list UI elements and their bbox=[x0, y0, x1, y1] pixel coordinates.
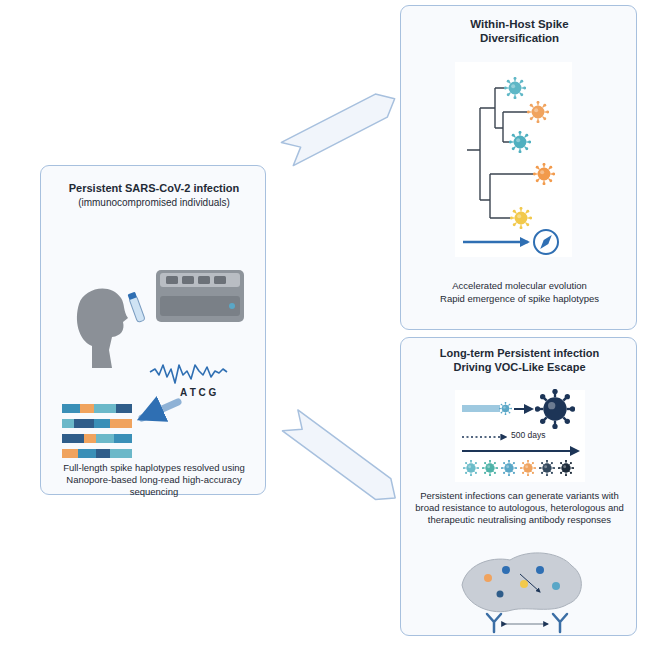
phylogenetic-tree bbox=[455, 62, 572, 257]
phylogenetic-tree-part bbox=[504, 77, 526, 99]
spike-protein-antibodies-part bbox=[520, 574, 540, 592]
escape-timeline-part bbox=[455, 390, 585, 482]
sequencer-device-part bbox=[160, 296, 240, 316]
panel-text: (immunocompromised individuals) bbox=[49, 197, 259, 210]
escape-timeline-part bbox=[535, 389, 575, 429]
escape-timeline-part bbox=[462, 436, 506, 437]
chevron-arrow bbox=[282, 410, 395, 499]
panel-text: Accelerated molecular evolution bbox=[411, 280, 628, 292]
patient-head bbox=[77, 289, 128, 368]
spike-protein-antibodies-part bbox=[506, 623, 548, 624]
swab-tube-part bbox=[127, 292, 137, 300]
process-arrow bbox=[142, 402, 178, 418]
panel-box: Persistent SARS-CoV-2 infection(immunoco… bbox=[40, 165, 266, 495]
panel-box: Long-term Persistent infection Driving V… bbox=[400, 337, 637, 636]
spike-protein-antibodies-part bbox=[502, 566, 510, 574]
evolution-compass bbox=[463, 230, 558, 254]
panel-heading: Long-term Persistent infection Driving V… bbox=[429, 347, 610, 375]
sequencer-device bbox=[156, 270, 244, 322]
sequencer-device-part bbox=[198, 276, 210, 284]
spike-protein-antibodies-part bbox=[552, 582, 560, 590]
escape-timeline-part bbox=[462, 405, 500, 412]
spike-protein-antibodies bbox=[462, 553, 581, 632]
escape-timeline-part bbox=[539, 460, 555, 476]
sequence-reads-part bbox=[94, 419, 110, 428]
escape-timeline-part bbox=[462, 450, 578, 452]
phylogenetic-tree-part bbox=[455, 62, 572, 257]
sequencer-device-part bbox=[182, 276, 194, 284]
evolution-compass-part bbox=[538, 233, 554, 251]
sequence-reads-part bbox=[84, 434, 96, 443]
panel-text: Rapid emergence of spike haplotypes bbox=[411, 293, 628, 305]
phylogenetic-tree-part bbox=[467, 88, 534, 218]
escape-timeline-part bbox=[520, 460, 536, 476]
sequence-reads-part bbox=[110, 449, 132, 458]
signal-waveform-part bbox=[150, 365, 227, 383]
sequence-reads-part bbox=[116, 404, 132, 413]
sequencer-device-part bbox=[160, 273, 240, 287]
spike-protein-antibodies-part bbox=[553, 614, 567, 632]
sequence-reads-part bbox=[110, 419, 132, 428]
panel-text: Full-length spike haplotypes resolved us… bbox=[51, 462, 257, 498]
sequence-reads-part bbox=[78, 449, 96, 458]
signal-waveform bbox=[150, 365, 227, 383]
spike-protein-antibodies-part bbox=[484, 574, 492, 582]
panel-text: Persistent infections can generate varia… bbox=[413, 490, 626, 526]
evolution-compass-part bbox=[463, 241, 528, 244]
phylogenetic-tree-part bbox=[527, 101, 549, 123]
sequencer-device-part bbox=[214, 276, 226, 284]
sequence-reads-part bbox=[96, 434, 114, 443]
panel-box: Within-Host Spike DiversificationAcceler… bbox=[400, 5, 637, 330]
chevron-arrow bbox=[281, 94, 394, 166]
swab-tube-part bbox=[129, 295, 145, 322]
escape-timeline-part bbox=[499, 402, 512, 415]
phylogenetic-tree-part bbox=[533, 163, 555, 185]
escape-timeline-part bbox=[514, 408, 532, 410]
patient-head-part bbox=[77, 289, 128, 368]
escape-timeline-part bbox=[558, 460, 574, 476]
sequence-reads-part bbox=[62, 404, 80, 413]
escape-timeline-part bbox=[463, 460, 479, 476]
spike-protein-antibodies-part bbox=[462, 553, 581, 612]
phylogenetic-tree-part bbox=[510, 207, 532, 229]
evolution-compass-part bbox=[534, 230, 558, 254]
spike-protein-antibodies-part bbox=[536, 566, 544, 574]
sequence-reads-part bbox=[62, 449, 78, 458]
sequencer-device-part bbox=[229, 303, 235, 309]
sequence-reads-part bbox=[74, 419, 94, 428]
spike-protein-antibodies-part bbox=[497, 591, 504, 598]
sequence-reads-part bbox=[114, 434, 132, 443]
phylogenetic-tree-part bbox=[509, 131, 531, 153]
swab-tube bbox=[127, 292, 145, 323]
sequence-reads-part bbox=[62, 434, 84, 443]
sequence-reads-part bbox=[96, 449, 110, 458]
sequence-reads-part bbox=[80, 404, 94, 413]
spike-protein-antibodies-part bbox=[520, 580, 528, 588]
sequencer-device-part bbox=[166, 276, 178, 284]
spike-protein-antibodies-part bbox=[487, 614, 501, 632]
sequence-reads-part bbox=[62, 419, 74, 428]
sequencer-device-part bbox=[156, 270, 244, 322]
process-arrow-part bbox=[142, 402, 178, 418]
sequence-reads-part bbox=[94, 404, 116, 413]
panel-heading: Persistent SARS-CoV-2 infection bbox=[49, 182, 259, 196]
panel-heading: Within-Host Spike Diversification bbox=[451, 17, 588, 46]
escape-timeline-part bbox=[501, 460, 517, 476]
sequence-reads bbox=[62, 404, 132, 458]
escape-timeline bbox=[455, 389, 585, 482]
escape-timeline-part bbox=[482, 460, 498, 476]
